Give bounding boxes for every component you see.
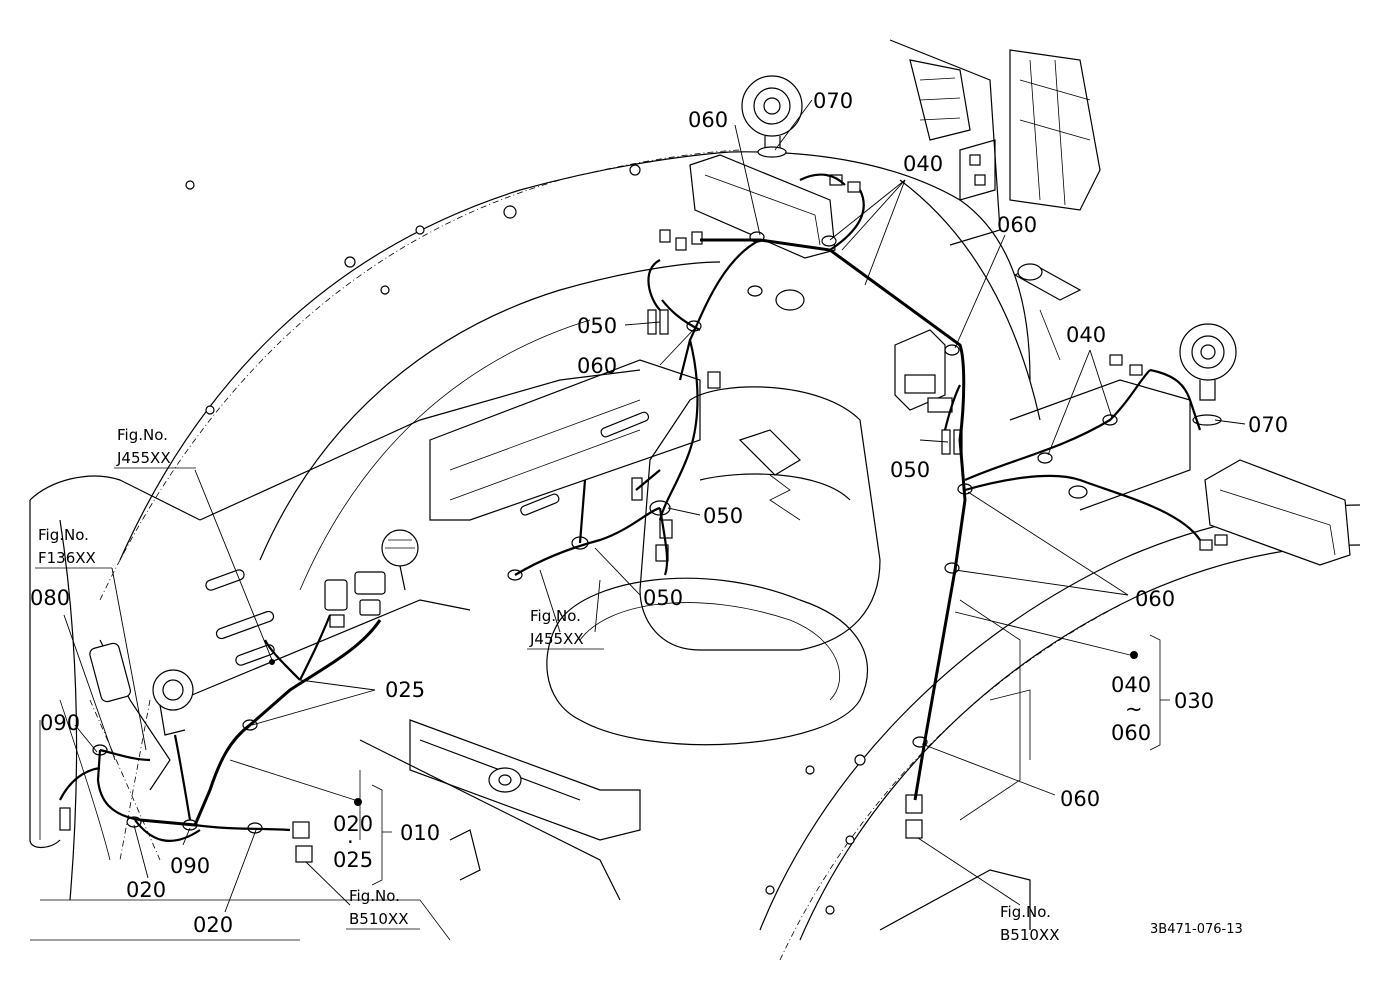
callout-060-right-mid: 060 [1135, 587, 1175, 611]
callout-020-bottom: 020 [193, 913, 233, 937]
connectors-small [292, 174, 1228, 863]
harness-050-center [514, 469, 669, 576]
rear-combination-lamp-right [1204, 459, 1351, 566]
figure-reference-j455-upper: Fig.No. J455XX [114, 426, 196, 469]
callout-060-top: 060 [688, 108, 728, 132]
relay-block [894, 329, 953, 413]
callout-040-top: 040 [903, 152, 943, 176]
tractor-body-outline [29, 39, 1361, 961]
callout-090-left: 090 [40, 711, 80, 735]
figure-reference-j455-lower: Fig.No. J455XX [527, 607, 604, 650]
group-030-tilde: ~ [1125, 697, 1143, 721]
fig-prefix: Fig.No. [117, 426, 168, 444]
callout-070-top: 070 [813, 89, 853, 113]
group-030-to: 060 [1111, 721, 1151, 745]
rear-combination-lamp-left [689, 154, 836, 259]
group-010-to: 025 [333, 848, 373, 872]
callout-060-lower-right: 060 [1060, 787, 1100, 811]
diagram-id: 3B471-076-13 [1150, 922, 1243, 937]
reference-dot-030 [1130, 651, 1138, 659]
group-030-assembly: 030 [1174, 689, 1214, 713]
switch-connectors [324, 571, 386, 628]
group-010-from: 020 [333, 812, 373, 836]
figure-reference-b510-right: Fig.No. B510XX [1000, 903, 1059, 944]
callout-080: 080 [30, 586, 70, 610]
group-010-assembly: 010 [400, 821, 440, 845]
fig-prefix: Fig.No. [1000, 903, 1051, 921]
harness-030-main [647, 173, 1202, 801]
rear-work-lamp-top [741, 75, 803, 158]
reference-dot-010 [354, 798, 362, 806]
fig-prefix: Fig.No. [349, 887, 400, 905]
fig-code: B510XX [349, 910, 408, 928]
diode-fuse-holders [59, 309, 963, 831]
bracket-030 [1149, 634, 1170, 751]
fig-code: J455XX [529, 630, 584, 648]
callout-labels: 070 060 040 060 050 060 040 070 050 050 … [30, 89, 1288, 937]
front-lamp-left [152, 669, 194, 736]
callout-070-right: 070 [1248, 413, 1288, 437]
rear-work-lamp-right [1179, 323, 1237, 426]
fig-code: B510XX [1000, 926, 1059, 944]
callout-040-right: 040 [1066, 323, 1106, 347]
callout-050-left: 050 [577, 314, 617, 338]
callout-050-lower: 050 [643, 586, 683, 610]
bracket-010 [371, 784, 392, 886]
callout-025: 025 [385, 678, 425, 702]
reference-dot-j455 [269, 659, 275, 665]
callout-020-bottom-left: 020 [126, 878, 166, 902]
callout-050-center: 050 [703, 504, 743, 528]
callout-060-left: 060 [577, 354, 617, 378]
figure-reference-b510-left: Fig.No. B510XX [346, 887, 420, 930]
harness-010-front [59, 614, 382, 842]
fig-code: F136XX [38, 549, 96, 567]
callout-090-bottom: 090 [170, 854, 210, 878]
fig-prefix: Fig.No. [38, 526, 89, 544]
beacon-switch [381, 529, 419, 591]
leader-lines [63, 99, 1246, 913]
group-010-dot: · [347, 830, 354, 854]
figure-reference-f136: Fig.No. F136XX [35, 526, 112, 569]
callout-060-right-top: 060 [997, 213, 1037, 237]
callout-050-mid: 050 [890, 458, 930, 482]
group-030-from: 040 [1111, 673, 1151, 697]
fig-code: J455XX [116, 449, 171, 467]
fig-prefix: Fig.No. [530, 607, 581, 625]
